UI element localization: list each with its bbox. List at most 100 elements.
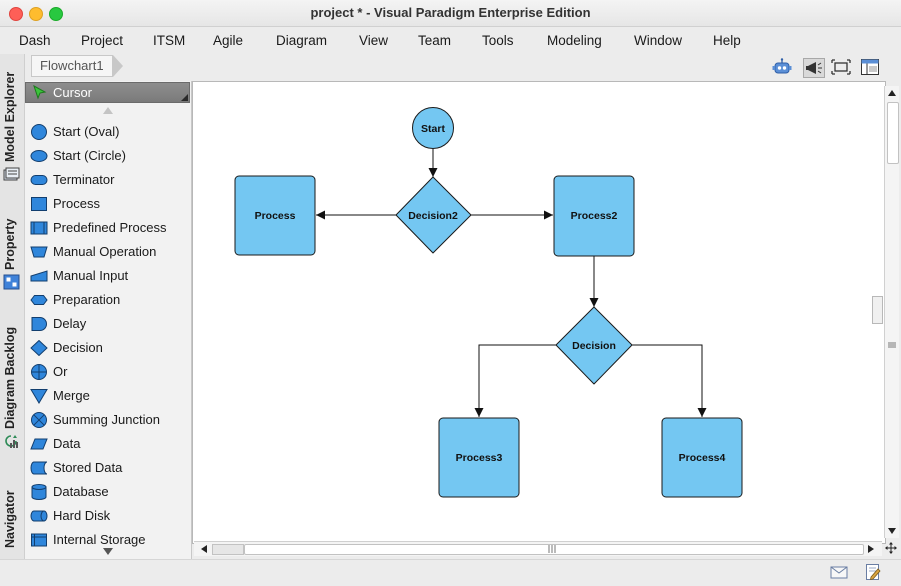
- status-bar: [0, 559, 901, 586]
- menu-help[interactable]: Help: [713, 33, 741, 48]
- palette-item-start-circle[interactable]: Start (Circle): [25, 145, 191, 167]
- corner-triangle-icon: [181, 94, 188, 101]
- palette-item-label: Delay: [53, 316, 87, 331]
- node-label-start: Start: [421, 123, 445, 135]
- oval-icon: [31, 124, 47, 140]
- property-icon: [3, 274, 20, 290]
- palette-cursor-tool[interactable]: Cursor: [25, 82, 190, 103]
- palette-item-manual-operation[interactable]: Manual Operation: [25, 241, 191, 263]
- menu-bar: Dash Project ITSM Agile Diagram View Tea…: [0, 27, 901, 53]
- palette-item-label: Process: [53, 196, 100, 211]
- menu-modeling[interactable]: Modeling: [547, 33, 602, 48]
- node-label-process: Process: [255, 210, 296, 222]
- palette-item-internal-storage[interactable]: Internal Storage: [25, 529, 191, 551]
- palette-item-label: Summing Junction: [53, 412, 160, 427]
- megaphone-icon[interactable]: [803, 58, 825, 78]
- palette-item-terminator[interactable]: Terminator: [25, 169, 191, 191]
- palette-item-manual-input[interactable]: Manual Input: [25, 265, 191, 287]
- panel-layout-icon[interactable]: [860, 58, 880, 76]
- close-window-button[interactable]: [9, 7, 23, 21]
- fit-diagram-icon[interactable]: [831, 58, 851, 76]
- menu-tools[interactable]: Tools: [482, 33, 514, 48]
- palette-item-delay[interactable]: Delay: [25, 313, 191, 335]
- palette-item-label: Manual Input: [53, 268, 129, 283]
- menu-project[interactable]: Project: [81, 33, 124, 48]
- scroll-up-icon[interactable]: [887, 88, 897, 98]
- rail-tab-diagram-backlog[interactable]: Diagram Backlog: [0, 319, 24, 454]
- palette-item-merge[interactable]: Merge: [25, 385, 191, 407]
- diagram-canvas[interactable]: Start Decision2 Process Process2 Decisio…: [192, 81, 886, 544]
- node-process2[interactable]: Process2: [553, 175, 635, 257]
- robot-icon[interactable]: [772, 58, 792, 76]
- palette-item-label: Hard Disk: [53, 508, 111, 523]
- scroll-down-icon[interactable]: [887, 526, 897, 536]
- node-decision[interactable]: Decision: [555, 306, 633, 385]
- palette-item-label: Predefined Process: [53, 220, 167, 235]
- circle-icon: [30, 150, 48, 162]
- palette-item-label: Start (Oval): [53, 124, 120, 139]
- palette-item-preparation[interactable]: Preparation: [25, 289, 191, 311]
- node-label-process3: Process3: [456, 452, 503, 464]
- palette-item-summing-junction[interactable]: Summing Junction: [25, 409, 191, 431]
- mail-icon[interactable]: [830, 565, 848, 579]
- decision-icon: [30, 340, 48, 356]
- palette-item-stored-data[interactable]: Stored Data: [25, 457, 191, 479]
- palette-item-predefined-process[interactable]: Predefined Process: [25, 217, 191, 239]
- diagram-tab-flowchart1[interactable]: Flowchart1: [31, 55, 123, 77]
- panel-resize-handle[interactable]: [872, 296, 883, 324]
- edit-note-icon[interactable]: [865, 563, 881, 581]
- horizontal-scrollbar[interactable]: [194, 541, 882, 556]
- title-bar: project * - Visual Paradigm Enterprise E…: [0, 0, 901, 27]
- menu-dash[interactable]: Dash: [19, 33, 51, 48]
- menu-agile[interactable]: Agile: [213, 33, 244, 48]
- rail-label-navigator: Navigator: [3, 490, 17, 548]
- shape-palette: Cursor Start (Oval) Start (Circle) Termi…: [25, 81, 192, 559]
- hard-disk-icon: [30, 510, 48, 522]
- rail-tab-navigator[interactable]: Navigator: [0, 470, 24, 564]
- palette-item-database[interactable]: Database: [25, 481, 191, 503]
- rail-label-model-explorer: Model Explorer: [3, 71, 17, 162]
- edge-decision-process3[interactable]: [474, 344, 556, 417]
- rail-label-property: Property: [3, 218, 17, 270]
- node-process[interactable]: Process: [234, 175, 316, 256]
- cursor-arrow-icon: [33, 85, 47, 100]
- node-decision2[interactable]: Decision2: [395, 176, 472, 254]
- palette-cursor-label: Cursor: [53, 85, 93, 100]
- scroll-left-icon[interactable]: [199, 544, 209, 554]
- vertical-scroll-thumb[interactable]: [887, 102, 899, 164]
- maximize-window-button[interactable]: [49, 7, 63, 21]
- scroll-right-icon[interactable]: [866, 544, 876, 554]
- or-icon: [31, 364, 47, 380]
- menu-window[interactable]: Window: [634, 33, 683, 48]
- left-side-rail: Model Explorer Property Diagram Backlog …: [0, 54, 25, 564]
- palette-item-or[interactable]: Or: [25, 361, 191, 383]
- palette-item-data[interactable]: Data: [25, 433, 191, 455]
- scroll-grip-icon: [888, 342, 896, 348]
- menu-view[interactable]: View: [359, 33, 389, 48]
- horizontal-scroll-thumb[interactable]: [244, 544, 864, 555]
- node-process3[interactable]: Process3: [438, 417, 520, 498]
- palette-item-label: Internal Storage: [53, 532, 146, 547]
- palette-item-hard-disk[interactable]: Hard Disk: [25, 505, 191, 527]
- diagram-tab-strip: Flowchart1: [0, 54, 901, 80]
- palette-item-label: Decision: [53, 340, 103, 355]
- database-icon: [31, 484, 47, 500]
- palette-item-decision[interactable]: Decision: [25, 337, 191, 359]
- palette-item-process[interactable]: Process: [25, 193, 191, 215]
- menu-team[interactable]: Team: [418, 33, 452, 48]
- minimize-window-button[interactable]: [29, 7, 43, 21]
- scroll-up-arrow-icon[interactable]: [103, 107, 113, 114]
- menu-itsm[interactable]: ITSM: [153, 33, 186, 48]
- rail-tab-model-explorer[interactable]: Model Explorer: [0, 64, 24, 186]
- menu-diagram[interactable]: Diagram: [276, 33, 328, 48]
- palette-item-start-oval[interactable]: Start (Oval): [25, 121, 191, 143]
- horizontal-scroll-track-start: [212, 544, 244, 555]
- rail-tab-property[interactable]: Property: [0, 212, 24, 292]
- vertical-scrollbar[interactable]: [872, 86, 899, 538]
- node-process4[interactable]: Process4: [661, 417, 743, 498]
- pan-move-icon[interactable]: [884, 541, 898, 555]
- palette-item-label: Or: [53, 364, 68, 379]
- edge-decision-process4[interactable]: [632, 344, 707, 417]
- scroll-down-arrow-icon[interactable]: [103, 548, 113, 555]
- node-start[interactable]: Start: [412, 107, 454, 149]
